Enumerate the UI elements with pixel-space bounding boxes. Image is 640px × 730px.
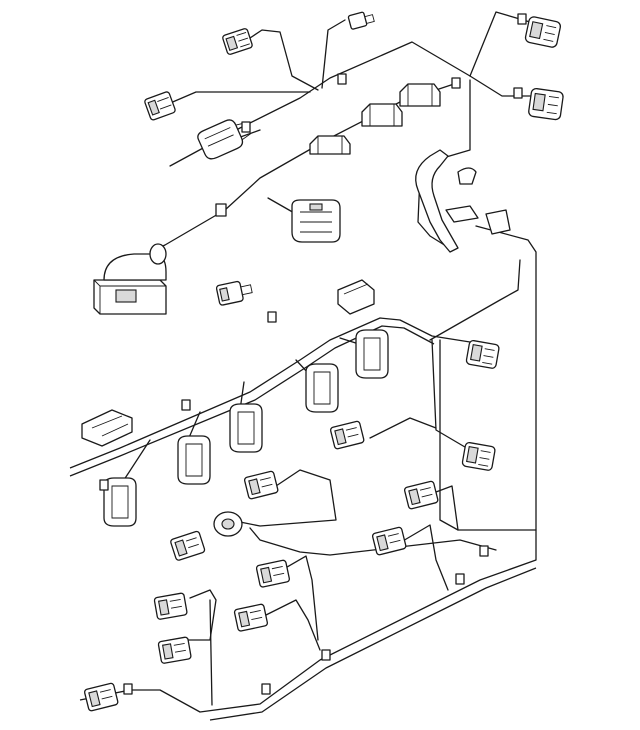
connector-round <box>213 511 243 537</box>
connector-plug <box>170 530 206 561</box>
connector-plug <box>157 636 192 664</box>
connector-plug <box>461 441 496 471</box>
connector-plug <box>255 559 291 588</box>
rail-mount <box>337 279 375 315</box>
harness-clip <box>99 13 527 695</box>
bracket-clip <box>361 103 403 127</box>
injector <box>229 403 263 453</box>
harness-bracket <box>415 149 511 253</box>
lower-harness <box>69 317 537 721</box>
connector-plug <box>403 480 439 510</box>
bracket-clip <box>309 135 351 155</box>
bracket-clip <box>399 83 441 107</box>
connector-plug <box>153 592 188 620</box>
injector <box>355 329 389 379</box>
injector <box>177 435 211 485</box>
connector-plug <box>524 16 562 48</box>
connector-plug <box>371 526 407 556</box>
connector-plug <box>465 339 500 369</box>
connector-plug <box>347 11 375 30</box>
ignition-coil <box>93 243 167 315</box>
connector-round <box>197 119 252 160</box>
injector <box>103 477 137 527</box>
connector-plug <box>83 682 119 712</box>
connectors <box>81 11 564 712</box>
connector-plug <box>222 28 253 55</box>
upper-harness <box>149 11 537 561</box>
connector-plug <box>243 470 279 500</box>
connector-round <box>291 199 341 243</box>
connector-plug <box>144 91 176 121</box>
connector-plug <box>215 280 253 306</box>
connector-plug <box>528 87 564 121</box>
injector <box>305 363 339 413</box>
rail-mount <box>81 409 133 447</box>
connector-plug <box>329 420 365 450</box>
connector-plug <box>233 603 269 632</box>
